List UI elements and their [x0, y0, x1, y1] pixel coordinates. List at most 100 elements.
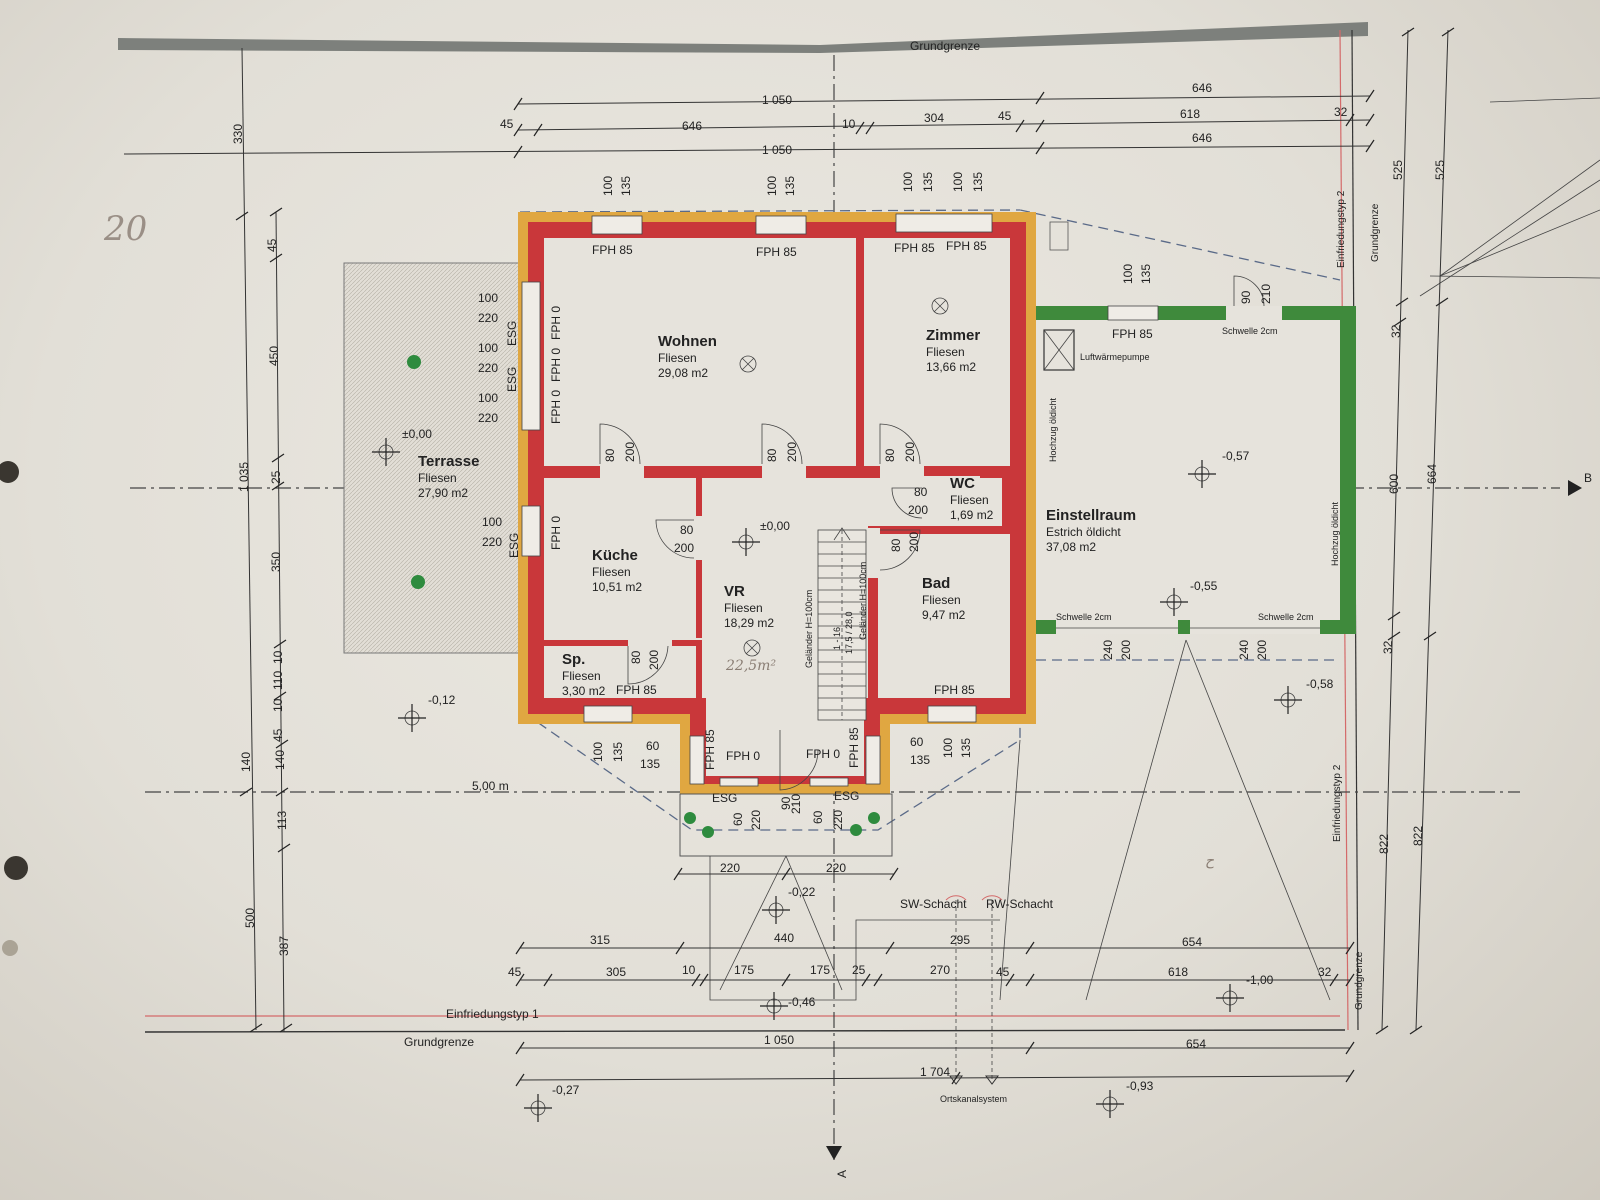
- level-marker: [1274, 686, 1302, 714]
- glass-type: ESG: [505, 321, 519, 346]
- room-name: Terrasse: [418, 453, 479, 470]
- window-height: 100: [1121, 264, 1135, 284]
- interior-wall: [856, 238, 864, 478]
- interior-wall: [868, 526, 878, 722]
- room-area: 3,30 m2: [562, 684, 606, 698]
- dimension: 32: [1381, 640, 1395, 654]
- shaft-marker: [945, 895, 967, 901]
- window-height: 220: [831, 810, 845, 830]
- grundgrenze-label: Grundgrenze: [404, 1035, 474, 1049]
- window-height: 100: [765, 176, 779, 196]
- dimension: 175: [734, 963, 754, 977]
- punch-hole: [2, 940, 18, 956]
- opening-labels: FPH 85 FPH 85 FPH 85 FPH 85 FPH 85 FPH 8…: [505, 239, 1153, 805]
- door-height: 200: [907, 532, 921, 552]
- dimension: 664: [1425, 464, 1439, 484]
- door-opening: [600, 464, 644, 480]
- window-height: 100: [482, 515, 502, 529]
- sewer-system-label: Ortskanalsystem: [940, 1094, 1007, 1104]
- path-line: [1185, 639, 1331, 1001]
- sketch-line: [1489, 97, 1600, 103]
- dimension: 25: [269, 470, 283, 484]
- grundgrenze-label: Grundgrenze: [1370, 203, 1381, 262]
- dimension: 600: [1387, 474, 1401, 494]
- door-height: 210: [789, 794, 803, 814]
- door-width: 80: [680, 523, 694, 537]
- light-markers: [739, 297, 949, 657]
- door-height: 200: [647, 650, 661, 670]
- room-area: 27,90 m2: [418, 486, 468, 500]
- level-value: -0,57: [1222, 449, 1250, 463]
- window-height: 100: [478, 341, 498, 355]
- stair-count: 1 - 16: [832, 627, 842, 650]
- plant-marker: [684, 812, 696, 824]
- section-a-label: A: [835, 1170, 849, 1178]
- door-height: 200: [908, 503, 928, 517]
- einfriedung-label: Einfriedungstyp 2: [1336, 190, 1347, 268]
- staircase: [817, 527, 867, 721]
- level-value: ±0,00: [760, 519, 790, 533]
- dimension: 140: [273, 750, 287, 770]
- section-b-label: B: [1584, 471, 1592, 485]
- window-height: 135: [1139, 264, 1153, 284]
- door-width: 80: [629, 650, 643, 664]
- dimension: 525: [1391, 160, 1405, 180]
- window-type: FPH 85: [703, 729, 717, 770]
- dimension: 45: [998, 109, 1012, 123]
- room-name: Wohnen: [658, 333, 717, 350]
- door-width: 80: [603, 448, 617, 462]
- tree-marker: [411, 575, 425, 589]
- dimension: 305: [606, 965, 626, 979]
- window-type: FPH 0: [549, 390, 563, 424]
- level-marker: [762, 896, 790, 924]
- dimension: 10: [271, 698, 285, 712]
- heat-pump-label: Luftwärmepumpe: [1080, 352, 1150, 362]
- garage-window: [1107, 305, 1159, 321]
- door-swings: [599, 423, 923, 791]
- dim-chain-bottom-5: 1 704: [515, 1065, 1355, 1087]
- sketch-line: [1439, 209, 1600, 277]
- dimension: 32: [1318, 965, 1332, 979]
- einfriedung-label: Einfriedungstyp 1: [446, 1007, 539, 1021]
- interior-wall: [1002, 478, 1010, 534]
- room-name: VR: [724, 583, 745, 600]
- path-line: [999, 739, 1021, 1001]
- grundgrenze-label: Grundgrenze: [910, 39, 980, 53]
- room-name: Zimmer: [926, 327, 980, 344]
- dimension: 315: [590, 933, 610, 947]
- handwritten-note: ح: [1205, 853, 1215, 869]
- window-height: 100: [941, 738, 955, 758]
- window-height: 135: [921, 172, 935, 192]
- dimension: 646: [1192, 81, 1212, 95]
- level-marker: [372, 438, 400, 466]
- property-line-top: [118, 22, 1368, 53]
- room-vr: VR Fliesen 18,29 m2: [724, 583, 774, 630]
- dim-chain-right-inner: 525 600 32 32 822: [1375, 27, 1415, 1035]
- dimension: 646: [682, 119, 702, 133]
- glass-type: ESG: [505, 367, 519, 392]
- room-floor: Fliesen: [950, 493, 989, 507]
- window-width: 60: [910, 735, 924, 749]
- interior-wall: [868, 526, 1010, 534]
- threshold-label: Schwelle 2cm: [1056, 612, 1112, 622]
- property-line-bottom: [144, 1029, 1346, 1033]
- terrace-area: [343, 262, 521, 654]
- garage-door-swing: [1233, 275, 1265, 307]
- window-height: 100: [601, 176, 615, 196]
- path-line: [785, 855, 843, 991]
- sewer-arrow: [985, 1075, 999, 1085]
- plant-marker: [702, 826, 714, 838]
- door-width: 90: [1239, 290, 1253, 304]
- dimension: 32: [1334, 105, 1348, 119]
- dimension: 270: [930, 963, 950, 977]
- window-type: FPH 85: [894, 241, 935, 255]
- level-value: -0,22: [788, 885, 816, 899]
- dimension: 450: [267, 346, 281, 366]
- plant-marker: [850, 824, 862, 836]
- door-height: 200: [623, 442, 637, 462]
- threshold-label: Schwelle 2cm: [1222, 326, 1278, 336]
- room-terrasse: Terrasse Fliesen 27,90 m2: [418, 453, 479, 500]
- window-type: FPH 0: [549, 348, 563, 382]
- door-height: 210: [1259, 284, 1273, 304]
- room-einstellraum: Einstellraum Estrich öldicht 37,08 m2: [1046, 507, 1136, 554]
